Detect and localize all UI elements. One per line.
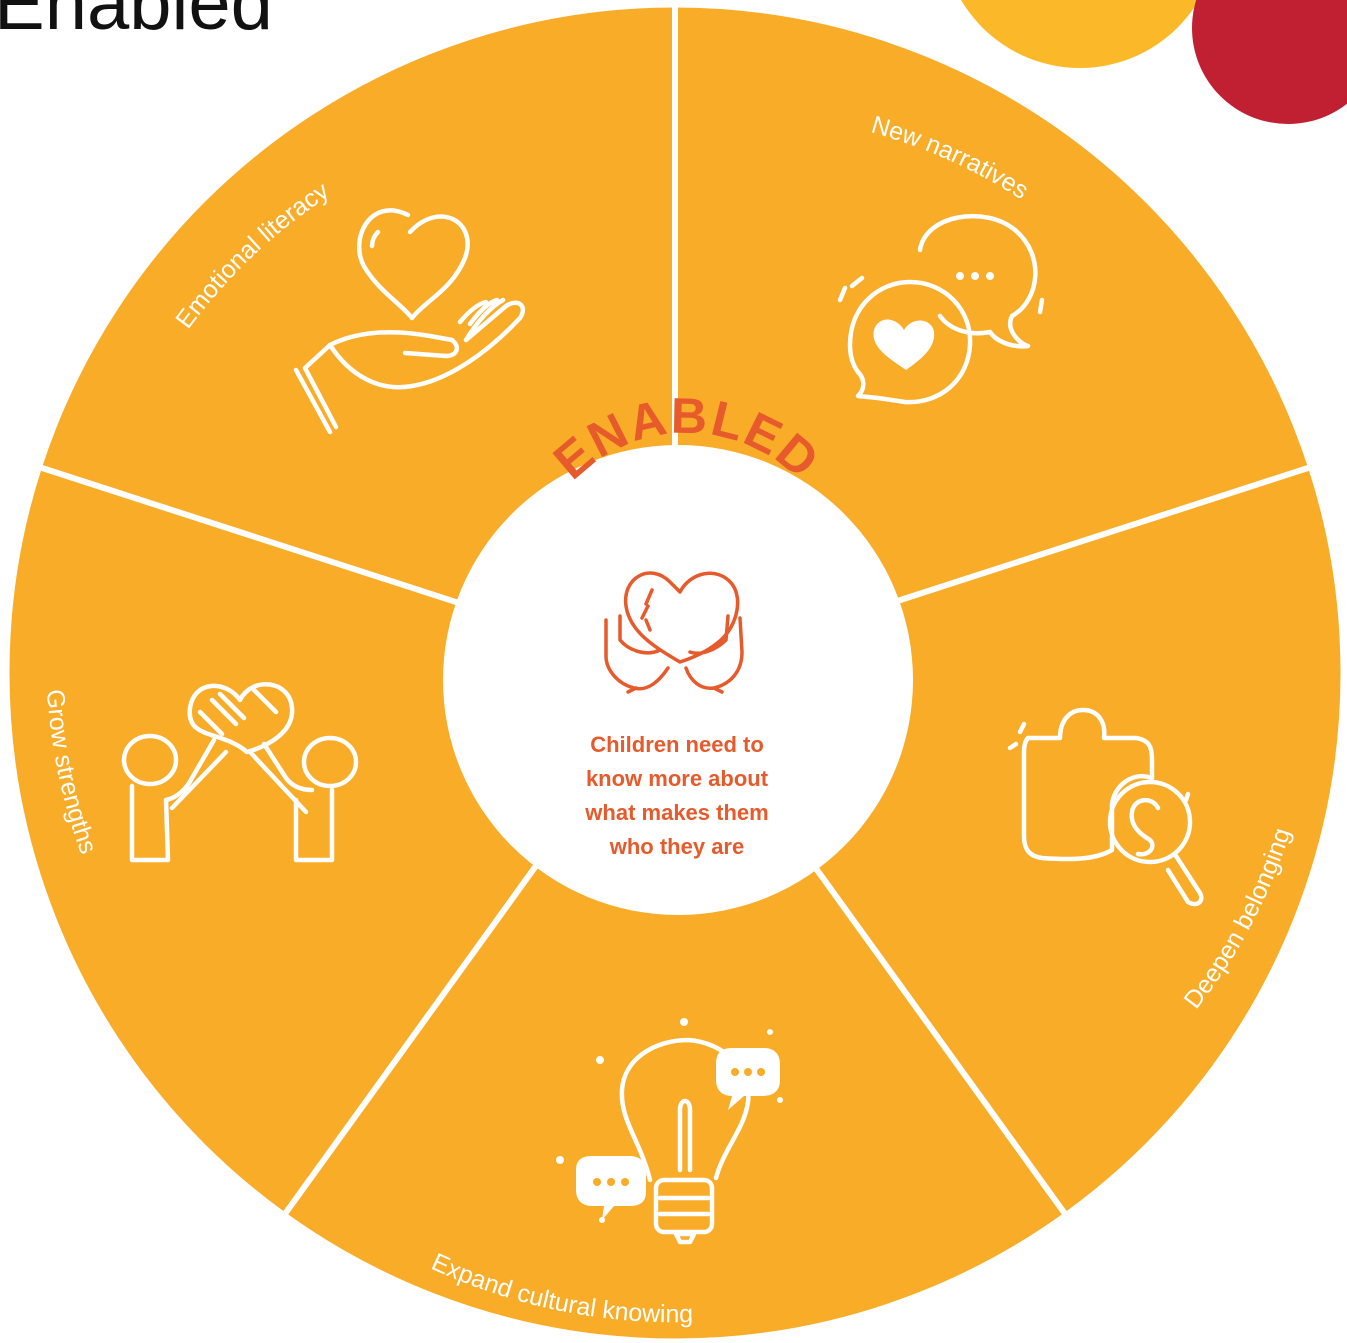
- page-title: Enabled: [0, 0, 273, 46]
- center-text-line-1: Children need to: [590, 732, 764, 757]
- center-circle: [443, 445, 913, 915]
- heart-in-hands-icon: [604, 571, 744, 694]
- speech-bubbles-heart-icon: [837, 214, 1045, 405]
- heart-in-hand-icon: [293, 208, 526, 435]
- puzzle-magnifier-icon: [1007, 707, 1204, 907]
- center-text-line-3: what makes them: [584, 800, 768, 825]
- corner-yellow-circle: [961, 0, 1199, 68]
- corner-red-circle: [1192, 0, 1347, 124]
- center-text-line-4: who they are: [609, 834, 744, 859]
- wheel-outline: [4, 2, 1346, 1343]
- center-text-line-2: know more about: [586, 766, 769, 791]
- two-people-heart-icon: [121, 682, 359, 863]
- lightbulb-chat-icon: [556, 1018, 783, 1245]
